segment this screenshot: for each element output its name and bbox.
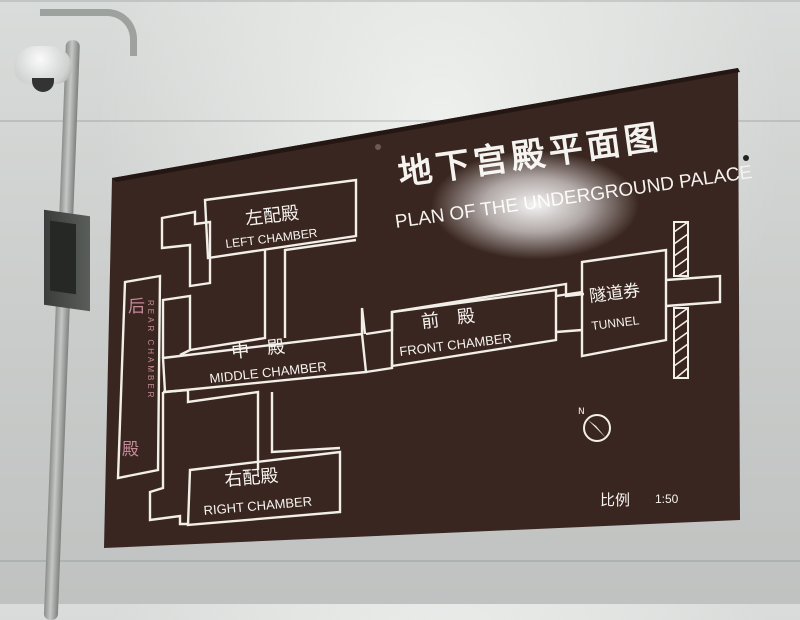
rear-chamber-label-cn-bottom: 殿: [122, 440, 139, 460]
front-passage-top: [365, 282, 585, 336]
front-chamber-outline: [390, 288, 558, 368]
camera-lens: [32, 78, 54, 92]
wall-seam: [0, 120, 800, 122]
tunnel-link: [555, 328, 583, 334]
hatched-gate-top: [673, 221, 689, 277]
right-link-outline: [270, 392, 341, 454]
left-chamber-outline: [203, 178, 358, 260]
mount-screw: [743, 155, 749, 161]
security-camera: [14, 38, 72, 92]
scale-label: 比例: [600, 491, 630, 509]
camera-dome: [14, 46, 72, 84]
wall-seam: [0, 560, 800, 562]
hatched-gate-bottom: [673, 307, 689, 379]
palace-plan-sign: N 地下宫殿平面图 PLAN OF THE UNDERGROUND PALACE…: [104, 68, 754, 548]
right-wing-outline: [148, 392, 188, 526]
right-chamber-label-cn: 右配殿: [224, 465, 280, 491]
camera-arm: [40, 9, 137, 56]
right-chamber-outline: [186, 450, 342, 527]
sign-board-edge: [112, 68, 740, 182]
rear-chamber-label-en: REAR CHAMBER: [146, 300, 155, 400]
rear-chamber-label-cn-top: 后: [128, 297, 145, 317]
left-wing-outline: [160, 210, 212, 288]
floor-plan: [116, 178, 722, 527]
tunnel-label-en: TUNNEL: [591, 313, 641, 333]
middle-edge: [360, 307, 367, 335]
left-passage-outline: [161, 294, 192, 358]
compass-icon: N: [578, 407, 611, 442]
rear-chamber-outline: [116, 274, 162, 480]
mount-screw: [375, 144, 381, 150]
left-link-outline: [283, 238, 357, 338]
left-link-outline: [179, 250, 267, 357]
wall-seam: [0, 0, 800, 2]
tunnel-exit-outline: [665, 274, 722, 308]
tunnel-link: [555, 290, 583, 298]
compass-north-label: N: [578, 407, 585, 417]
scale-value: 1:50: [655, 492, 679, 506]
right-link-outline: [162, 388, 260, 470]
